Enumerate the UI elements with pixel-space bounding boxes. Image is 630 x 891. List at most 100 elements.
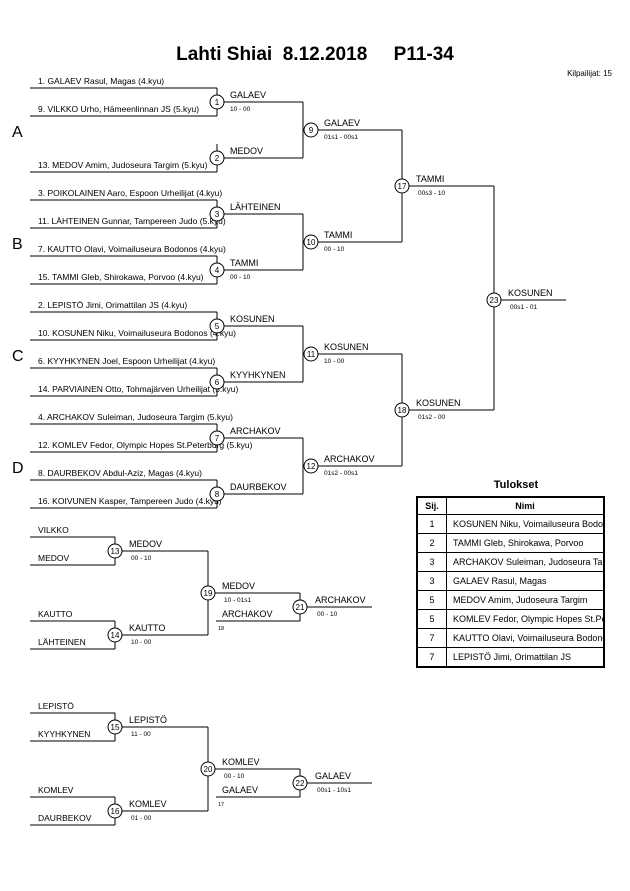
result-row: 5 MEDOV Amim, Judoseura Targim bbox=[418, 591, 603, 610]
match-number: 3 bbox=[215, 210, 220, 219]
match-score: 00 - 10 bbox=[131, 555, 152, 562]
result-name: KAUTTO Olavi, Voimailuseura Bodonos bbox=[453, 633, 603, 643]
match-score: 00 - 10 bbox=[324, 246, 345, 253]
match-ref: 17 bbox=[218, 802, 224, 808]
match-circle bbox=[303, 458, 319, 474]
results-table: Sij. Nimi 1 KOSUNEN Niku, Voimailuseura B… bbox=[416, 496, 605, 668]
match-number: 12 bbox=[307, 462, 316, 471]
match-circle bbox=[394, 178, 410, 194]
match-circle bbox=[209, 150, 225, 166]
match-winner: DAURBEKOV bbox=[230, 482, 287, 492]
match-number: 6 bbox=[215, 378, 220, 387]
results-panel: Tulokset Sij. Nimi 1 KOSUNEN Niku, Voimai… bbox=[416, 478, 616, 668]
match-winner: KOSUNEN bbox=[508, 288, 553, 298]
result-name: MEDOV Amim, Judoseura Targim bbox=[453, 595, 588, 605]
match-number: 20 bbox=[204, 765, 213, 774]
match-number: 1 bbox=[215, 98, 220, 107]
entry-name: 11. LÄHTEINEN Gunnar, Tampereen Judo (5.… bbox=[38, 216, 226, 226]
match-number: 22 bbox=[296, 779, 305, 788]
entry-name: 10. KOSUNEN Niku, Voimailuseura Bodonos … bbox=[38, 328, 236, 338]
entry-name: 9. VILKKO Urho, Hämeenlinnan JS (5.kyu) bbox=[38, 104, 199, 114]
match-circle bbox=[107, 803, 123, 819]
result-rank: 2 bbox=[418, 534, 447, 552]
match-winner: ARCHAKOV bbox=[315, 595, 366, 605]
match-winner: KOMLEV bbox=[222, 757, 260, 767]
result-rank: 5 bbox=[418, 610, 447, 628]
match-winner: MEDOV bbox=[129, 539, 162, 549]
match-circle bbox=[200, 585, 216, 601]
results-header: Sij. Nimi bbox=[418, 498, 603, 515]
entry-name: DAURBEKOV bbox=[38, 813, 92, 823]
results-title: Tulokset bbox=[493, 479, 539, 491]
match-winner: GALAEV bbox=[315, 771, 351, 781]
match-winner: KOMLEV bbox=[129, 799, 167, 809]
pool-label: B bbox=[12, 236, 23, 253]
match-score: 10 - 01s1 bbox=[224, 597, 251, 604]
rank-header: Sij. bbox=[418, 498, 447, 514]
match-winner: MEDOV bbox=[222, 581, 255, 591]
match-number: 5 bbox=[215, 322, 220, 331]
entry-name: 7. KAUTTO Olavi, Voimailuseura Bodonos (… bbox=[38, 244, 226, 254]
match-winner: LÄHTEINEN bbox=[230, 202, 281, 212]
result-rank: 1 bbox=[418, 515, 447, 533]
match-score: 00 - 10 bbox=[230, 274, 251, 281]
match-score: 10 - 00 bbox=[131, 639, 152, 646]
pool-label: A bbox=[12, 124, 23, 141]
result-rank: 5 bbox=[418, 591, 447, 609]
match-circle bbox=[107, 543, 123, 559]
match-circle bbox=[200, 761, 216, 777]
match-score: 00s1 - 01 bbox=[510, 304, 537, 311]
match-score: 01s2 - 00 bbox=[418, 414, 445, 421]
match-winner: GALAEV bbox=[230, 90, 266, 100]
entry-name: 6. KYYHKYNEN Joel, Espoon Urheilijat (4.… bbox=[38, 356, 215, 366]
match-circle bbox=[303, 234, 319, 250]
match-number: 11 bbox=[307, 350, 316, 359]
match-score: 10 - 00 bbox=[230, 106, 251, 113]
match-score: 00 - 10 bbox=[317, 611, 338, 618]
match-circle bbox=[303, 122, 319, 138]
match-circle bbox=[394, 402, 410, 418]
match-number: 21 bbox=[296, 603, 305, 612]
entry-name: 13. MEDOV Amim, Judoseura Targim (5.kyu) bbox=[38, 160, 208, 170]
match-circle bbox=[209, 318, 225, 334]
match-winner: KAUTTO bbox=[129, 623, 165, 633]
entry-name: VILKKO bbox=[38, 525, 69, 535]
match-number: 2 bbox=[215, 154, 220, 163]
match-number: 19 bbox=[204, 589, 213, 598]
match-score: 01s2 - 00s1 bbox=[324, 470, 358, 477]
entry-name: 3. POIKOLAINEN Aaro, Espoon Urheilijat (… bbox=[38, 188, 222, 198]
result-name: KOSUNEN Niku, Voimailuseura Bodonos bbox=[453, 519, 603, 529]
entry-name: 12. KOMLEV Fedor, Olympic Hopes St.Peter… bbox=[38, 440, 253, 450]
match-circle bbox=[209, 374, 225, 390]
match-circle bbox=[209, 206, 225, 222]
entry-name: KYYHKYNEN bbox=[38, 729, 90, 739]
match-score: 01 - 00 bbox=[131, 815, 152, 822]
entry-name: 16. KOIVUNEN Kasper, Tampereen Judo (4.k… bbox=[38, 496, 222, 506]
match-number: 9 bbox=[309, 126, 314, 135]
match-number: 16 bbox=[111, 807, 120, 816]
entry-name: KOMLEV bbox=[38, 785, 74, 795]
match-number: 15 bbox=[111, 723, 120, 732]
match-winner: ARCHAKOV bbox=[222, 609, 273, 619]
result-rank: 3 bbox=[418, 553, 447, 571]
entry-name: LÄHTEINEN bbox=[38, 637, 86, 647]
entry-name: 1. GALAEV Rasul, Magas (4.kyu) bbox=[38, 76, 164, 86]
match-winner: GALAEV bbox=[222, 785, 258, 795]
result-name: GALAEV Rasul, Magas bbox=[453, 576, 547, 586]
entry-name: KAUTTO bbox=[38, 609, 73, 619]
match-winner: KOSUNEN bbox=[230, 314, 275, 324]
match-circle bbox=[209, 94, 225, 110]
match-number: 23 bbox=[490, 296, 499, 305]
match-winner: TAMMI bbox=[230, 258, 258, 268]
match-number: 13 bbox=[111, 547, 120, 556]
match-circle bbox=[303, 346, 319, 362]
match-circle bbox=[209, 262, 225, 278]
match-number: 8 bbox=[215, 490, 220, 499]
match-winner: GALAEV bbox=[324, 118, 360, 128]
entry-name: 14. PARVIAINEN Otto, Tohmajärven Urheili… bbox=[38, 384, 238, 394]
entry-name: MEDOV bbox=[38, 553, 70, 563]
match-number: 14 bbox=[111, 631, 120, 640]
